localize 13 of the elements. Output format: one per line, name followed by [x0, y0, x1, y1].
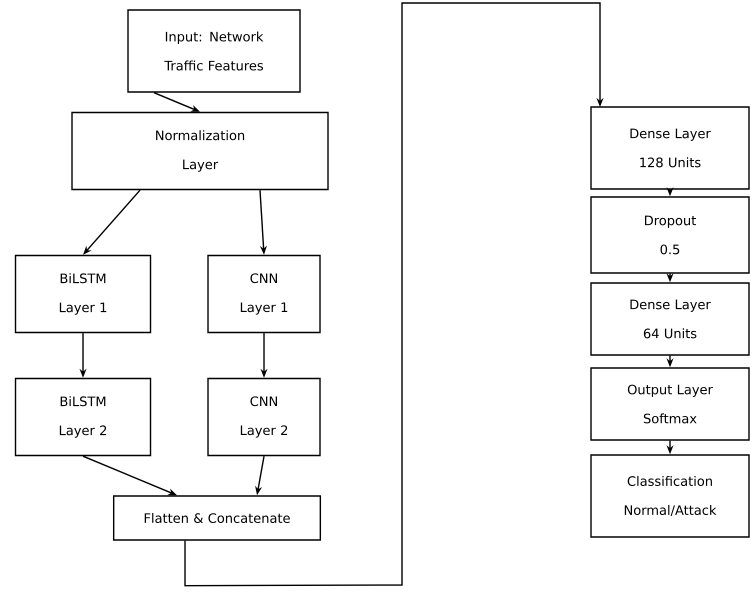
layer-box: Normalization Layer — [71, 112, 329, 190]
layer-box: Classification Normal/Attack — [590, 454, 750, 538]
layer-box: Dense Layer 64 Units — [590, 282, 750, 356]
arrow — [184, 2, 604, 586]
layer-box: BiLSTM Layer 2 — [14, 378, 152, 456]
layer-box: CNN Layer 1 — [207, 254, 321, 334]
layer-box: Dropout 0.5 — [590, 196, 750, 274]
layer-box: CNN Layer 2 — [207, 378, 321, 456]
layer-box: Output Layer Softmax — [590, 367, 750, 441]
layer-box: Dense Layer 128 Units — [590, 106, 750, 190]
layer-box: BiLSTM Layer 1 — [14, 254, 152, 334]
layer-box: Flatten & Concatenate — [112, 495, 322, 541]
layer-box: Input: Network Traffic Features — [127, 9, 301, 93]
